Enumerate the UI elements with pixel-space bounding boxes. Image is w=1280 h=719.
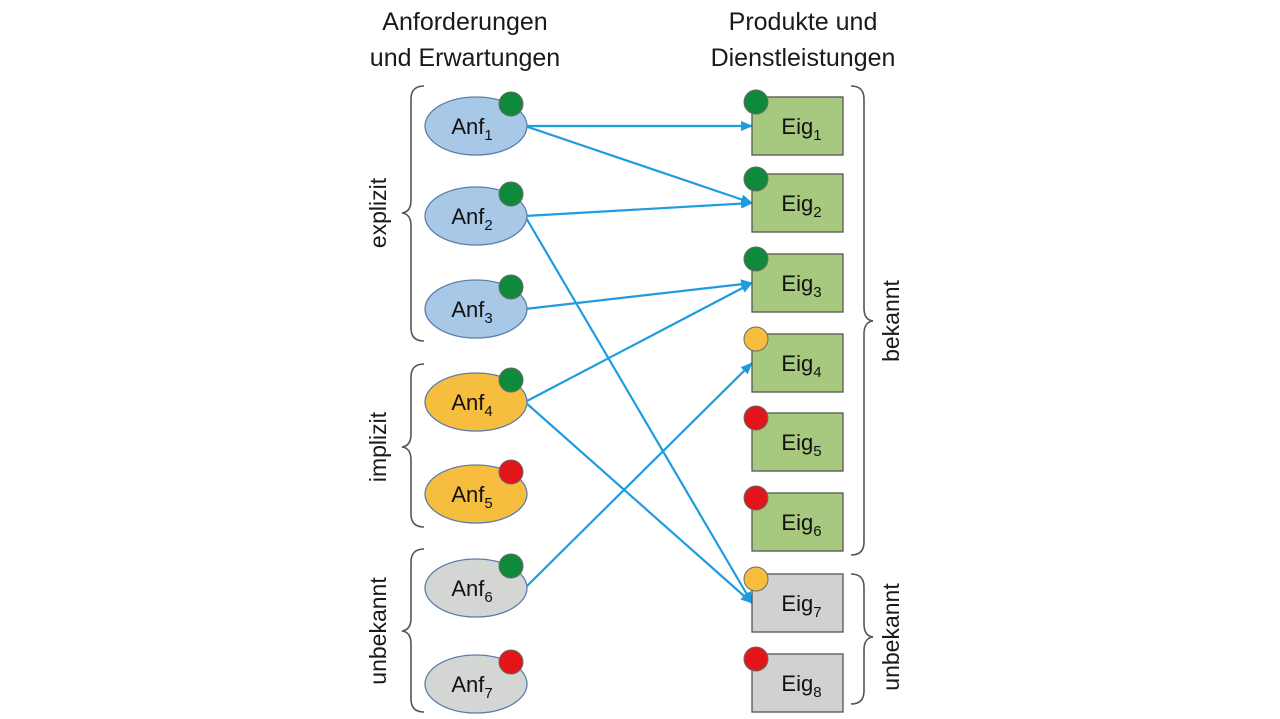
requirement-node: Anf3 xyxy=(424,274,528,339)
status-dot-red xyxy=(743,405,769,431)
right-header-line1: Produkte und xyxy=(729,8,878,36)
group-label-implizit: implizit xyxy=(365,411,391,482)
property-label: Eig5 xyxy=(781,430,821,460)
property-label: Eig7 xyxy=(781,591,821,621)
property-label: Eig1 xyxy=(781,114,821,144)
property-node: Eig5 xyxy=(743,405,844,472)
connection-arrow xyxy=(524,282,753,403)
status-dot-green xyxy=(498,367,524,393)
status-dot-yellow xyxy=(743,566,769,592)
requirement-label: Anf2 xyxy=(451,204,492,234)
brace-explizit xyxy=(401,85,425,342)
group-label-explizit: explizit xyxy=(365,177,391,248)
brace-implizit xyxy=(401,363,425,528)
property-node: Eig1 xyxy=(743,89,844,156)
connection-arrow xyxy=(524,279,753,311)
property-node: Eig7 xyxy=(743,566,844,633)
requirement-label: Anf5 xyxy=(451,482,492,512)
requirement-node: Anf2 xyxy=(424,181,528,246)
connection-arrow xyxy=(524,198,753,218)
requirement-label: Anf6 xyxy=(451,576,492,606)
requirement-label: Anf1 xyxy=(451,114,492,144)
property-node: Eig8 xyxy=(743,646,844,713)
status-dot-red xyxy=(498,459,524,485)
status-dot-yellow xyxy=(743,326,769,352)
requirement-node: Anf1 xyxy=(424,91,528,156)
group-label-unbekannt-right: unbekannt xyxy=(878,583,904,691)
property-node: Eig2 xyxy=(743,166,844,233)
status-dot-green xyxy=(743,166,769,192)
property-label: Eig8 xyxy=(781,671,821,701)
property-node: Eig3 xyxy=(743,246,844,313)
status-dot-green xyxy=(498,553,524,579)
requirement-node: Anf6 xyxy=(424,553,528,618)
property-node: Eig4 xyxy=(743,326,844,393)
status-dot-green xyxy=(498,91,524,117)
status-dot-green xyxy=(743,89,769,115)
brace-unbekannt-left xyxy=(401,548,425,713)
requirement-node: Anf7 xyxy=(424,649,528,714)
connection-arrows xyxy=(524,121,753,604)
status-dot-red xyxy=(498,649,524,675)
requirement-node: Anf4 xyxy=(424,367,528,432)
status-dot-green xyxy=(743,246,769,272)
status-dot-red xyxy=(743,485,769,511)
property-label: Eig4 xyxy=(781,351,821,381)
status-dot-green xyxy=(498,274,524,300)
connection-arrow xyxy=(524,401,753,604)
property-label: Eig3 xyxy=(781,271,821,301)
brace-unbekannt-right xyxy=(850,573,874,705)
connection-arrow xyxy=(524,215,753,604)
connection-arrow xyxy=(524,362,753,589)
requirement-label: Anf7 xyxy=(451,672,492,702)
property-label: Eig6 xyxy=(781,510,821,540)
requirement-label: Anf4 xyxy=(451,390,492,420)
status-dot-red xyxy=(743,646,769,672)
brace-bekannt xyxy=(850,85,874,556)
group-label-bekannt: bekannt xyxy=(878,279,904,361)
property-label: Eig2 xyxy=(781,191,821,221)
connection-arrow xyxy=(524,124,753,205)
group-label-unbekannt-left: unbekannt xyxy=(365,577,391,685)
status-dot-green xyxy=(498,181,524,207)
requirement-label: Anf3 xyxy=(451,297,492,327)
left-header-line1: Anforderungen xyxy=(382,8,547,36)
right-header-line2: Dienstleistungen xyxy=(711,44,896,72)
requirement-node: Anf5 xyxy=(424,459,528,524)
property-node: Eig6 xyxy=(743,485,844,552)
left-header-line2: und Erwartungen xyxy=(370,44,560,72)
